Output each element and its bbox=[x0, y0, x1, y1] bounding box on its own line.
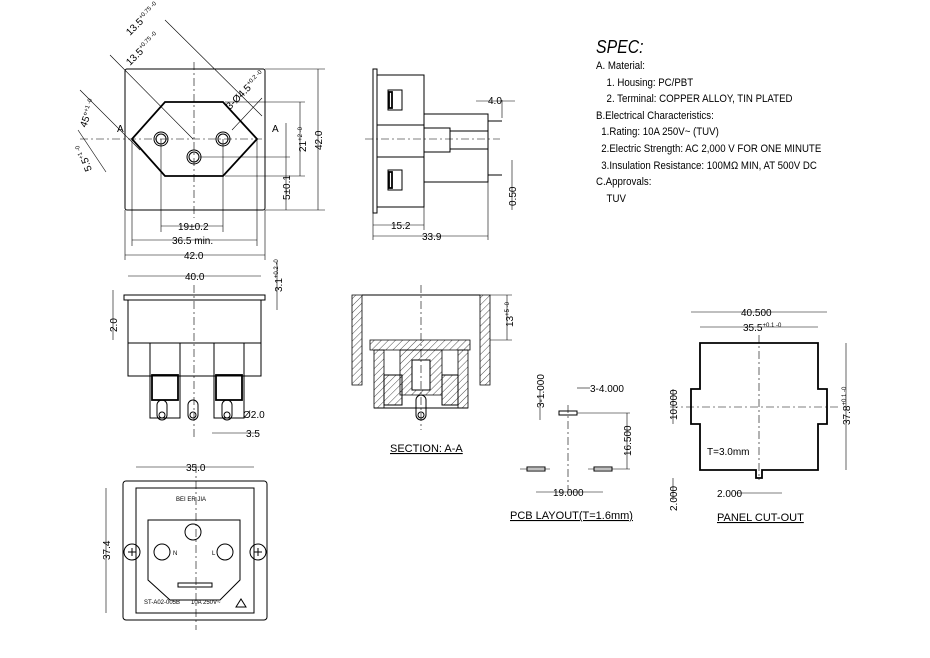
dim-2: 2.0 bbox=[109, 318, 120, 332]
dim-15-2: 15.2 bbox=[391, 221, 411, 232]
panel-dim-10: 10.000 bbox=[669, 389, 680, 420]
section-mark-right: A bbox=[272, 124, 279, 135]
rear-view: BEI ER JIA N L ST-A02-005B 10A 250V~ 35.… bbox=[102, 463, 268, 630]
dim-3-1: 3.1+0.2 -0 bbox=[274, 259, 285, 292]
dim-4: 4.0 bbox=[488, 96, 502, 107]
spec-approvals-heading: C.Approvals: bbox=[596, 176, 652, 189]
live-mark: L bbox=[212, 551, 216, 557]
panel-dim-2-horizontal: 2.000 bbox=[717, 489, 742, 500]
dim-37-4: 37.4 bbox=[102, 540, 113, 560]
section-a-a: 13+5 -0 SECTION: A-A bbox=[351, 285, 516, 455]
dim-45-deg: 45°+1 -0 bbox=[78, 97, 98, 129]
panel-dim-35-5: 35.5+0.1 -0 bbox=[743, 323, 782, 334]
spec-insulation: 3.Insulation Resistance: 100MΩ MIN, AT 5… bbox=[601, 159, 817, 172]
pcb-dim-1: 3-1.000 bbox=[536, 374, 547, 408]
panel-cutout: 40.500 35.5+0.1 -0 10.000 37.8+0.1 -0 T=… bbox=[669, 308, 853, 524]
spec-terminal: 2. Terminal: COPPER ALLOY, TIN PLATED bbox=[606, 93, 793, 106]
dim-pin-diameter: Ø2.0 bbox=[243, 410, 265, 421]
dim-13-5-top: 13.5+0.75 -0 bbox=[124, 0, 162, 38]
pcb-layout: 3-1.000 3-4.000 16.500 19.000 PCB LAYOUT… bbox=[510, 374, 634, 522]
panel-label: PANEL CUT-OUT bbox=[717, 512, 804, 524]
spec-electrical-heading: B.Electrical Characteristics: bbox=[596, 109, 714, 122]
spec-approval-tuv: TUV bbox=[606, 192, 626, 205]
panel-dim-40-5: 40.500 bbox=[741, 308, 772, 319]
dim-21: 21+2 -0 bbox=[298, 126, 309, 152]
rear-model: ST-A02-005B bbox=[144, 600, 180, 606]
spec-title: SPEC: bbox=[596, 37, 644, 57]
front-view: A A 13.5+0.75 -0 13.5+0.75 -0 45°+1 -0 5… bbox=[75, 0, 325, 262]
dim-hole-diameter: 3-Ø4.5+0.2 -0 bbox=[224, 69, 267, 112]
dim-0-5: 0.50 bbox=[508, 186, 519, 206]
spec-block: SPEC: A. Material: 1. Housing: PC/PBT 2.… bbox=[596, 36, 821, 207]
dim-42-vertical: 42.0 bbox=[314, 130, 325, 150]
dim-19: 19±0.2 bbox=[178, 222, 209, 233]
top-view: 40.0 3.1+0.2 -0 2.0 Ø2.0 3.5 bbox=[109, 259, 285, 440]
dim-36-5: 36.5 min. bbox=[172, 236, 213, 247]
spec-rating: 1.Rating: 10A 250V~ (TUV) bbox=[601, 126, 719, 139]
rear-rating: 10A 250V~ bbox=[191, 600, 221, 606]
dim-5: 5±0.1 bbox=[282, 175, 293, 200]
spec-material-heading: A. Material: bbox=[596, 60, 645, 72]
section-mark-left: A bbox=[117, 124, 124, 135]
dim-13: 13+5 -0 bbox=[505, 301, 516, 327]
dim-40: 40.0 bbox=[185, 272, 205, 283]
spec-housing: 1. Housing: PC/PBT bbox=[606, 76, 694, 89]
side-view: 4.0 0.50 15.2 33.9 bbox=[365, 68, 519, 243]
pcb-dim-4: 3-4.000 bbox=[590, 384, 624, 395]
pcb-label: PCB LAYOUT(T=1.6mm) bbox=[510, 510, 633, 522]
pcb-dim-19: 19.000 bbox=[553, 488, 584, 499]
neutral-mark: N bbox=[173, 551, 177, 557]
dim-35: 35.0 bbox=[186, 463, 206, 474]
warning-triangle-icon bbox=[235, 598, 247, 608]
dim-5-5: 5.5+1 -0 bbox=[75, 142, 95, 172]
dim-33-9: 33.9 bbox=[422, 232, 442, 243]
rear-brand: BEI ER JIA bbox=[176, 497, 206, 503]
panel-dim-37-8: 37.8+0.1 -0 bbox=[842, 386, 853, 425]
dim-42-horizontal: 42.0 bbox=[184, 251, 204, 262]
pcb-dim-16-5: 16.500 bbox=[623, 425, 634, 456]
section-label: SECTION: A-A bbox=[390, 443, 463, 455]
panel-thickness: T=3.0mm bbox=[707, 447, 750, 458]
panel-dim-2-vertical: 2.000 bbox=[669, 486, 680, 511]
spec-electric-strength: 2.Electric Strength: AC 2,000 V FOR ONE … bbox=[601, 142, 822, 155]
dim-3-5: 3.5 bbox=[246, 429, 260, 440]
